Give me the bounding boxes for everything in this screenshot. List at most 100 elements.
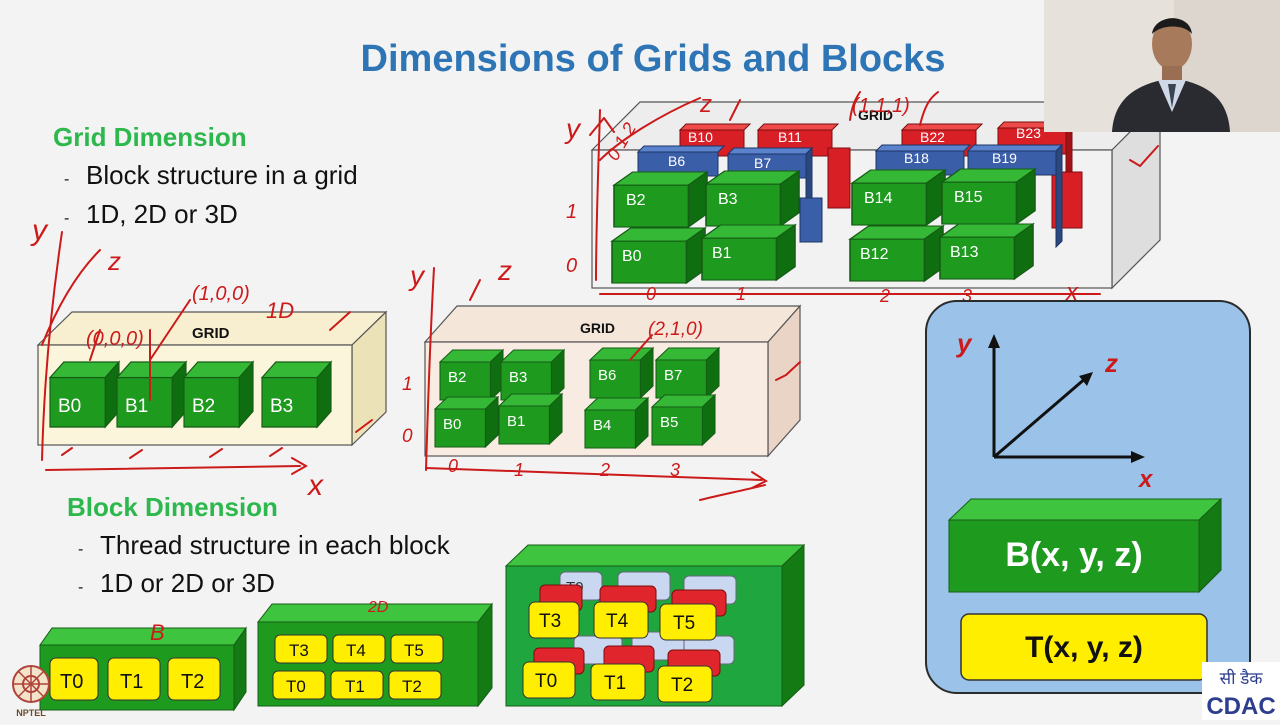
thread-t4-label: T4 xyxy=(346,641,366,660)
thread-t0: T0 xyxy=(272,670,326,700)
block-bullet-1: -Thread structure in each block xyxy=(78,530,450,560)
block-b4: B4 xyxy=(584,397,649,449)
grid-3d-label: GRID xyxy=(858,107,893,123)
hw-label: (0,0,0) xyxy=(86,328,144,350)
thread-formula: T(x, y, z) xyxy=(1025,631,1143,664)
block-b1: B1 xyxy=(498,393,563,445)
grid-3d-front-blocks: B2 B3 B14 B15 B0 B1 B12 B13 xyxy=(611,168,1036,284)
cdac-logo: सी डैक CDAC xyxy=(1202,662,1280,720)
hw-label: 3 xyxy=(670,460,680,480)
thread-t0-label: T0 xyxy=(60,671,83,693)
block-b0-label: B0 xyxy=(622,248,642,265)
block-b3: B3 xyxy=(705,170,800,227)
nptel-emblem: NPTEL xyxy=(12,665,50,718)
block-b14: B14 xyxy=(851,169,946,226)
block-b1-label: B1 xyxy=(125,396,148,417)
block-b15: B15 xyxy=(941,168,1036,225)
block-b13-label: B13 xyxy=(950,244,979,261)
block-b5: B5 xyxy=(651,394,716,446)
block-bullet-2-text: 1D or 2D or 3D xyxy=(100,568,275,598)
block-b14-label: B14 xyxy=(864,190,893,207)
block-b15-label: B15 xyxy=(954,189,983,206)
thread-t2: T2 xyxy=(167,657,221,701)
block-b2-label: B2 xyxy=(448,369,466,386)
block-formula: B(x, y, z) xyxy=(1005,536,1142,574)
hw-label: y xyxy=(408,260,426,291)
block-b11-label: B11 xyxy=(778,129,802,145)
thread-t3-label: T3 xyxy=(289,641,309,660)
hw-label: 1D xyxy=(266,298,294,323)
hw-label: (1,1,1) xyxy=(852,95,910,117)
thread-t0: T0 xyxy=(522,661,576,699)
hw-label: (1,0,0) xyxy=(192,283,250,305)
block-b2: B2 xyxy=(439,349,504,401)
block-b6-label: B6 xyxy=(668,153,685,169)
block-b18-label: B18 xyxy=(904,150,929,166)
block-b6-label: B6 xyxy=(598,367,616,384)
hw-label: 1 xyxy=(566,201,577,223)
block-b4-label: B4 xyxy=(593,417,611,434)
thread-t3-label: T3 xyxy=(539,611,561,632)
block-dimension-heading: Block Dimension xyxy=(67,492,278,522)
thread-t5-label: T5 xyxy=(673,613,695,634)
thread-t0: T0 xyxy=(49,657,99,701)
slide-title: Dimensions of Grids and Blocks xyxy=(360,38,946,80)
grid-bullet-1-text: Block structure in a grid xyxy=(86,160,358,190)
hw-label: 1 xyxy=(514,460,524,480)
axes-panel: y z x B(x, y, z) T(x, y, z) xyxy=(925,300,1251,694)
thread-t3: T3 xyxy=(528,601,580,639)
block-b3: B3 xyxy=(500,349,565,401)
hw-label: 0 xyxy=(646,284,656,304)
thread-t1: T1 xyxy=(590,663,646,701)
z-axis-label: z xyxy=(1104,348,1118,378)
blue-block-side xyxy=(799,197,823,243)
thread-t1: T1 xyxy=(107,657,161,701)
block-b3-label: B3 xyxy=(270,396,293,417)
grid-bullet-2-text: 1D, 2D or 3D xyxy=(86,199,238,229)
block-b7-label: B7 xyxy=(664,367,682,384)
block-b23-label: B23 xyxy=(1016,125,1041,141)
block-b22-label: B22 xyxy=(920,129,945,145)
block-bullet-2: -1D or 2D or 3D xyxy=(78,568,275,598)
block-b3-label: B3 xyxy=(509,369,527,386)
grid-2d-label: GRID xyxy=(580,320,615,336)
y-axis-label: y xyxy=(955,328,973,358)
hw-label: z xyxy=(699,91,712,118)
thread-t2: T2 xyxy=(657,665,713,703)
hw-label: y xyxy=(564,113,582,144)
block-1d-threads: T0 T1 T2 xyxy=(49,657,221,701)
hw-label: z xyxy=(107,246,121,276)
thread-t1: T1 xyxy=(330,670,384,700)
thread-t4-label: T4 xyxy=(606,611,629,632)
block-b2: B2 xyxy=(613,171,708,228)
nptel-logo-text: NPTEL xyxy=(16,708,46,718)
thread-t5-label: T5 xyxy=(404,641,424,660)
grid-dimension-heading: Grid Dimension xyxy=(53,122,247,152)
x-axis-label: x xyxy=(1137,466,1154,493)
block-b2-label: B2 xyxy=(626,192,646,209)
block-b10-label: B10 xyxy=(688,129,713,145)
handwritten-annotations xyxy=(41,91,1159,591)
thread-t0-label: T0 xyxy=(286,677,306,696)
hw-label: 1 xyxy=(402,374,413,395)
cdac-emblem: सी डैक CDAC xyxy=(1206,668,1275,720)
hw-label: 1 xyxy=(736,284,746,304)
hw-label: 0 xyxy=(566,255,577,277)
block-b7: B7 xyxy=(655,347,720,399)
hw-label: z xyxy=(497,255,512,286)
grid-2d-blocks: B2 B3 B6 B7 B0 B1 B4 B5 xyxy=(434,347,720,449)
block-b0: B0 xyxy=(434,396,499,448)
instructor-video xyxy=(1044,0,1280,132)
block-bullet-1-text: Thread structure in each block xyxy=(100,530,450,560)
thread-t2-label: T2 xyxy=(402,677,422,696)
thread-t1-label: T1 xyxy=(345,677,365,696)
thread-formula-box: T(x, y, z) xyxy=(960,613,1208,681)
block-b19-label: B19 xyxy=(992,150,1017,166)
thread-t1-label: T1 xyxy=(120,671,143,693)
grid-1d-blocks: B0 B1 B2 B3 xyxy=(49,361,332,428)
block-formula-box: B(x, y, z) xyxy=(947,497,1223,594)
block-b1-label: B1 xyxy=(507,413,525,430)
cdac-logo-text: CDAC xyxy=(1206,693,1275,720)
block-b2-label: B2 xyxy=(192,396,215,417)
